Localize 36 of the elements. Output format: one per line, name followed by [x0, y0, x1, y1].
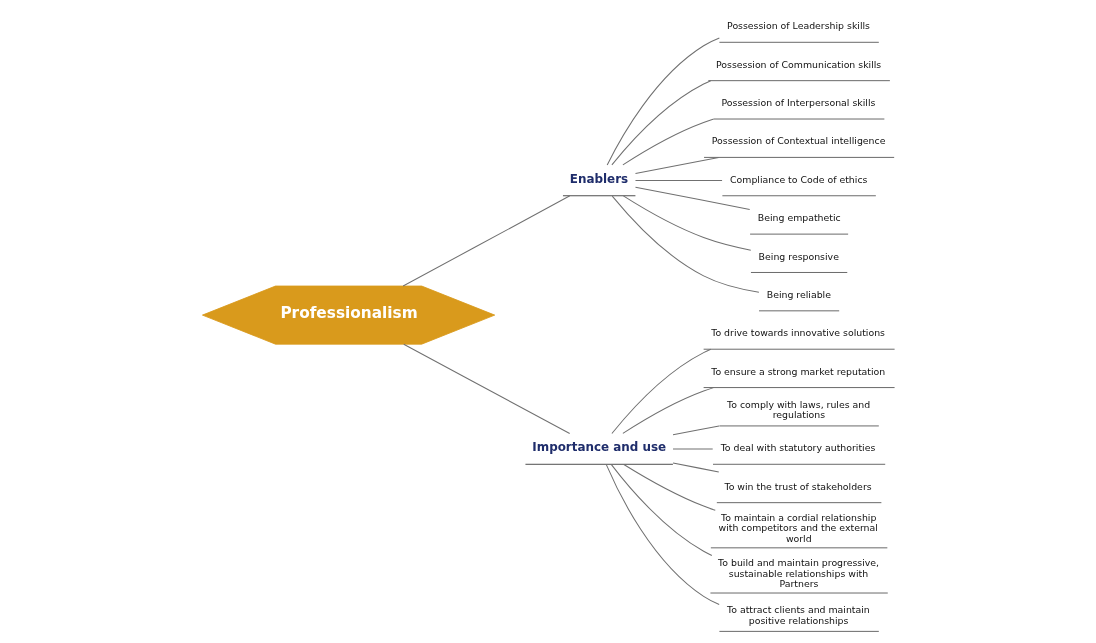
node-text: Being responsive	[758, 250, 839, 262]
node-text: To win the trust of stakeholders	[724, 480, 872, 492]
node-text: Being reliable	[766, 288, 831, 300]
connector	[622, 463, 716, 511]
connector	[610, 348, 711, 434]
node-text: To attract clients and maintain positive relationships	[726, 604, 870, 626]
node-text: To ensure a strong market reputation	[710, 365, 885, 377]
node-text: To comply with laws, rules and regulations	[726, 398, 870, 421]
connector	[621, 387, 714, 434]
node-text: Possession of Communication skills	[715, 58, 881, 70]
connector	[606, 37, 720, 166]
connector	[672, 462, 719, 473]
node-text: To drive towards innovative solutions	[710, 327, 885, 339]
connector	[672, 425, 720, 436]
node-text: Possession of Leadership skills	[726, 20, 870, 32]
connector	[610, 80, 711, 166]
connector	[402, 195, 570, 287]
node-text: Being empathetic	[757, 212, 841, 224]
node-text: Possession of Interpersonal skills	[721, 97, 875, 109]
connector	[402, 343, 570, 435]
node-text: Possession of Contextual intelligence	[711, 135, 885, 147]
connector	[634, 186, 750, 210]
node-text: To maintain a cordial relationship with competitors and the external world	[718, 512, 878, 544]
connector	[634, 179, 723, 181]
connector	[622, 195, 751, 251]
node-text: To deal with statutory authorities	[720, 442, 875, 454]
node-text: Compliance to Code of ethics	[729, 173, 867, 185]
node-text: Enablers	[569, 171, 628, 186]
connector	[621, 118, 714, 166]
node-text: To build and maintain progressive, sustainable relationships with Partners	[717, 557, 879, 589]
connector	[634, 156, 719, 175]
connector	[611, 195, 759, 293]
connector	[610, 463, 712, 556]
connector	[672, 448, 713, 450]
connector	[605, 463, 720, 606]
node-text: Importance and use	[531, 440, 666, 455]
